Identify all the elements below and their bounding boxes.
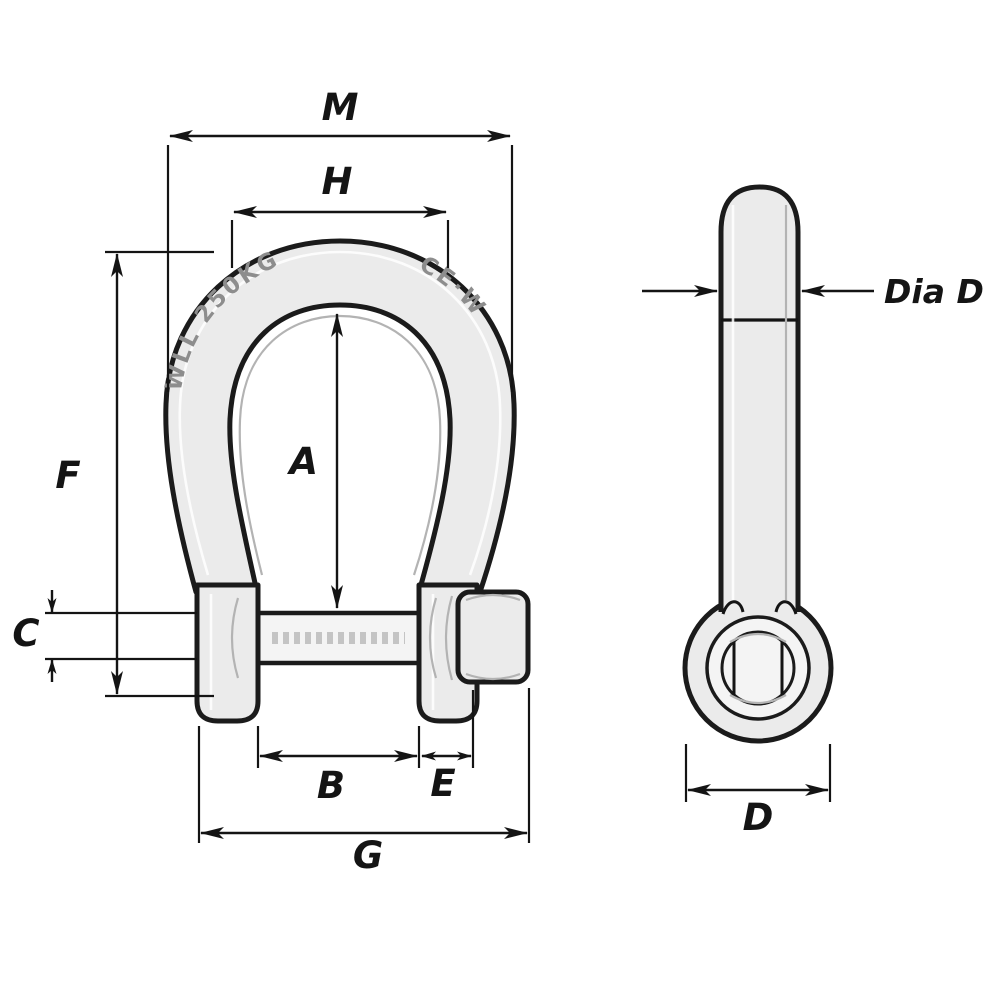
dim-label-e: E [430, 762, 455, 805]
pin-head-bevel [465, 593, 521, 681]
left-ear [194, 582, 261, 724]
dim-label-m: M [322, 86, 359, 129]
right-ear-collar-line [428, 597, 438, 679]
bow-body [163, 238, 517, 595]
pin-head-arc-top [729, 632, 787, 643]
dimension-dia-d: Dia D [642, 272, 984, 311]
dim-label-c: C [12, 612, 39, 655]
dim-label-b: B [317, 764, 345, 807]
right-ear-collar-line-2 [444, 595, 454, 681]
dim-label-f: F [55, 454, 80, 497]
dimension-c: C [12, 590, 197, 682]
pin-head [455, 589, 531, 685]
bow-highlight [178, 250, 502, 576]
dimension-a: A [286, 313, 343, 609]
dim-label-d: D [743, 796, 774, 839]
eye-shoulder-left [721, 600, 745, 615]
dim-label-h: H [322, 160, 353, 203]
dimension-m: M [166, 86, 514, 392]
dimension-e: E [421, 690, 475, 805]
left-ear-collar-line [230, 597, 240, 679]
bow-inner-contour [238, 314, 442, 576]
dimension-h: H [230, 160, 450, 268]
dim-label-dia-d: Dia D [884, 272, 984, 311]
dimension-b: B [256, 726, 421, 807]
pin-shaft-side [718, 184, 801, 612]
front-view: WLL 250KG CE·W [161, 238, 531, 724]
dimension-f: F [55, 250, 214, 698]
dim-label-a: A [286, 440, 318, 483]
pin-head-arc-bottom [729, 694, 787, 705]
dim-label-g: G [353, 834, 383, 877]
eye-shoulder-right [774, 600, 798, 615]
dimension-d: D [684, 744, 832, 839]
side-view [682, 184, 834, 744]
dimension-g: G [197, 688, 531, 877]
